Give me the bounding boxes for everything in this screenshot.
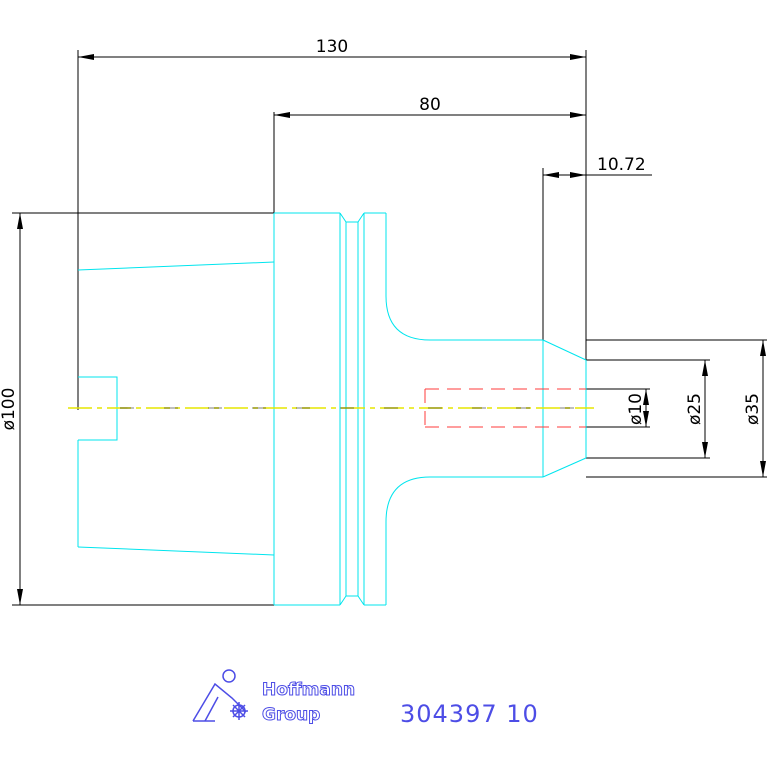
dim-pilot-diameter: ø25 [685,393,705,425]
part-outline [77,212,587,606]
logo-figure-icon [192,669,248,722]
logo-text-group: Group [262,705,320,725]
part-number: 304397 10 [400,700,539,728]
dimension-lines [12,50,767,606]
dim-bore-diameter: ø10 [626,393,646,425]
dim-overall-length: 130 [316,37,348,57]
logo-text-hoffmann: Hoffmann [262,680,355,700]
dim-shank-diameter: ø35 [743,393,763,425]
hoffmann-logo: Hoffmann Group [192,669,356,726]
dimension-arrows [17,54,766,605]
dim-body-diameter: ø100 [0,388,19,431]
dim-body-length: 80 [419,95,441,115]
dim-pilot-length: 10.72 [597,155,646,175]
hidden-bore [424,388,586,428]
